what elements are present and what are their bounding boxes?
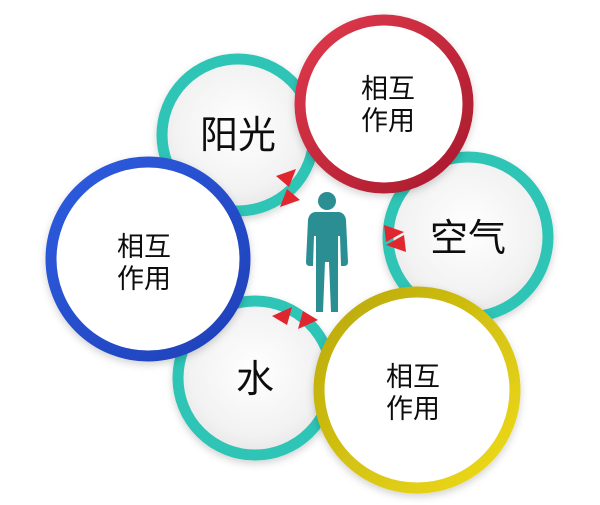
node-sunlight-label: 阳光	[200, 113, 276, 157]
interaction-blue: 相互 作用	[45, 156, 251, 362]
interaction-yellow: 相互 作用	[313, 286, 521, 494]
human-figure-icon	[306, 192, 348, 312]
interaction-yellow-line1: 相互	[386, 362, 440, 393]
interaction-yellow-line2: 作用	[386, 394, 440, 425]
interaction-red-line1: 相互	[361, 74, 415, 105]
node-water: 水	[172, 295, 338, 461]
arrow-lower-left-icon	[272, 307, 318, 329]
interaction-red-line2: 作用	[361, 106, 415, 137]
interaction-blue-line2: 作用	[117, 264, 171, 295]
arrow-right-icon	[384, 225, 406, 252]
interaction-blue-line1: 相互	[117, 232, 171, 263]
node-air-label: 空气	[430, 216, 506, 260]
arrow-upper-left-icon	[276, 169, 300, 207]
interaction-red: 相互 作用	[294, 14, 474, 194]
node-water-label: 水	[236, 357, 274, 401]
